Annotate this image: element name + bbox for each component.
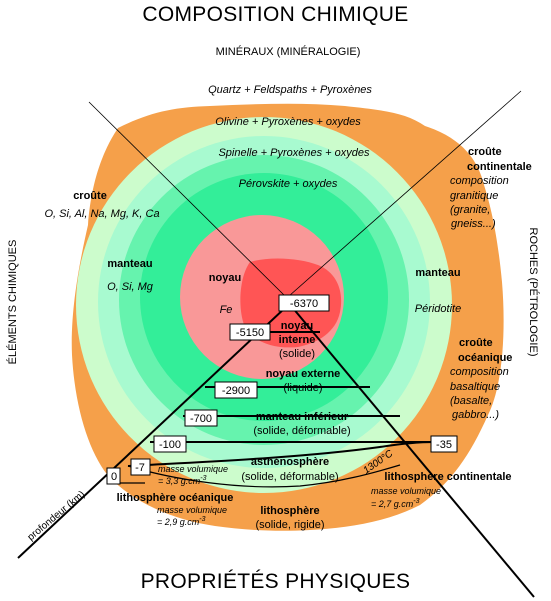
depth-6370: -6370: [290, 298, 318, 310]
ocean-density-1: masse volumique: [157, 505, 227, 515]
depth-2900: -2900: [222, 385, 250, 397]
astheno-density-exp: -3: [200, 475, 206, 482]
depth-box-6370: [278, 294, 330, 312]
rock-cont-crust-title-2: continentale: [467, 161, 532, 173]
depth-box-0: [106, 467, 121, 485]
depth-box-700: [184, 409, 218, 427]
minerals-axis-label: MINÉRAUX (MINÉRALOGIE): [216, 45, 361, 58]
rocks-axis-label: ROCHES (PÉTROLOGIE): [527, 228, 540, 357]
phys-asthenosphere-2: (solide, déformable): [241, 471, 338, 483]
phys-lithosphere-cont: lithosphère continentale: [384, 471, 511, 483]
depth-100: -100: [159, 439, 181, 451]
elements-core-list: Fe: [220, 304, 233, 316]
cont-density-1: masse volumique: [371, 486, 441, 496]
rock-ocean-crust-comp-1: composition: [450, 366, 509, 378]
depth-35: -35: [436, 439, 452, 451]
top-right-axis-line: [288, 90, 522, 297]
phys-outer-core-1: noyau externe: [266, 368, 341, 380]
depth-700: -700: [190, 413, 212, 425]
rock-cont-crust-comp-2: granitique: [450, 190, 498, 202]
depth-box-5150: [229, 323, 271, 341]
rock-cont-crust-title-1: croûte: [468, 146, 502, 158]
phys-asthenosphere-1: asthénosphère: [251, 456, 329, 468]
phys-lithosphere-2: (solide, rigide): [255, 519, 324, 531]
mineral-lower-mantle: Pérovskite + oxydes: [239, 178, 338, 190]
rock-ocean-crust-comp-3: (basalte,: [450, 395, 492, 407]
elements-axis-label: ÉLÉMENTS CHIMIQUES: [6, 240, 19, 365]
astheno-density-2: = 3,3 g.cm-3: [158, 475, 207, 486]
top-left-axis-line: [88, 101, 287, 298]
elements-crust-list: O, Si, Al, Na, Mg, K, Ca: [44, 208, 159, 220]
elements-crust-title: croûte: [73, 190, 107, 202]
rock-ocean-crust-comp-4: gabbro...): [452, 409, 499, 421]
mineral-crust: Quartz + Feldspaths + Pyroxènes: [208, 84, 372, 96]
rock-cont-crust-comp-1: composition: [450, 175, 509, 187]
cont-density-exp: -3: [413, 498, 419, 505]
ocean-density-2: = 2,9 g.cm-3: [157, 516, 206, 527]
diagram-title-top: COMPOSITION CHIMIQUE: [142, 3, 409, 26]
elements-mantle-title: manteau: [107, 258, 152, 270]
phys-inner-core-3: (solide): [279, 348, 315, 360]
depth-0: 0: [111, 471, 117, 483]
rock-mantle-name: Péridotite: [415, 303, 461, 315]
rock-cont-crust-comp-3: (granite,: [450, 204, 490, 216]
phys-lower-mantle-2: (solide, déformable): [253, 425, 350, 437]
depth-axis-label: profondeur (km): [26, 489, 88, 543]
depth-5150: -5150: [236, 327, 264, 339]
depth-box-35: [430, 435, 458, 453]
ocean-density-exp: -3: [199, 516, 205, 523]
phys-lower-mantle-1: manteau inférieur: [256, 411, 349, 423]
cont-density-2: = 2,7 g.cm-3: [371, 498, 420, 509]
phys-lithosphere-ocean: lithosphère océanique: [117, 492, 234, 504]
mineral-upper-mantle: Olivine + Pyroxènes + oxydes: [215, 116, 361, 128]
rock-ocean-crust-title-2: océanique: [458, 352, 512, 364]
left-cross-section-line: [17, 306, 287, 559]
lithosphere-base-curve: [127, 441, 436, 467]
depth-7: -7: [135, 462, 145, 474]
depth-box-7: [130, 458, 151, 476]
phys-outer-core-2: (liquide): [283, 382, 322, 394]
phys-lithosphere-1: lithosphère: [260, 505, 319, 517]
diagram-title-bottom: PROPRIÉTÉS PHYSIQUES: [140, 570, 411, 593]
astheno-density-1: masse volumique: [158, 464, 228, 474]
rock-ocean-crust-title-1: croûte: [459, 337, 493, 349]
rock-ocean-crust-comp-2: basaltique: [450, 381, 500, 393]
elements-mantle-list: O, Si, Mg: [107, 281, 154, 293]
depth-box-100: [153, 435, 187, 453]
mineral-transition: Spinelle + Pyroxènes + oxydes: [218, 147, 370, 159]
elements-core-title: noyau: [209, 272, 241, 284]
cont-density-value: = 2,7 g.cm: [371, 499, 414, 509]
boundary-crust-ocean: [127, 464, 401, 488]
ocean-density-value: = 2,9 g.cm: [157, 517, 200, 527]
rock-mantle-title: manteau: [415, 267, 460, 279]
right-cross-section-line: [291, 306, 535, 598]
phys-inner-core-1: noyau: [281, 320, 313, 332]
rock-cont-crust-comp-4: gneiss...): [451, 218, 496, 230]
astheno-density-value: = 3,3 g.cm: [158, 476, 201, 486]
depth-box-2900: [214, 381, 258, 399]
phys-inner-core-2: interne: [279, 334, 316, 346]
